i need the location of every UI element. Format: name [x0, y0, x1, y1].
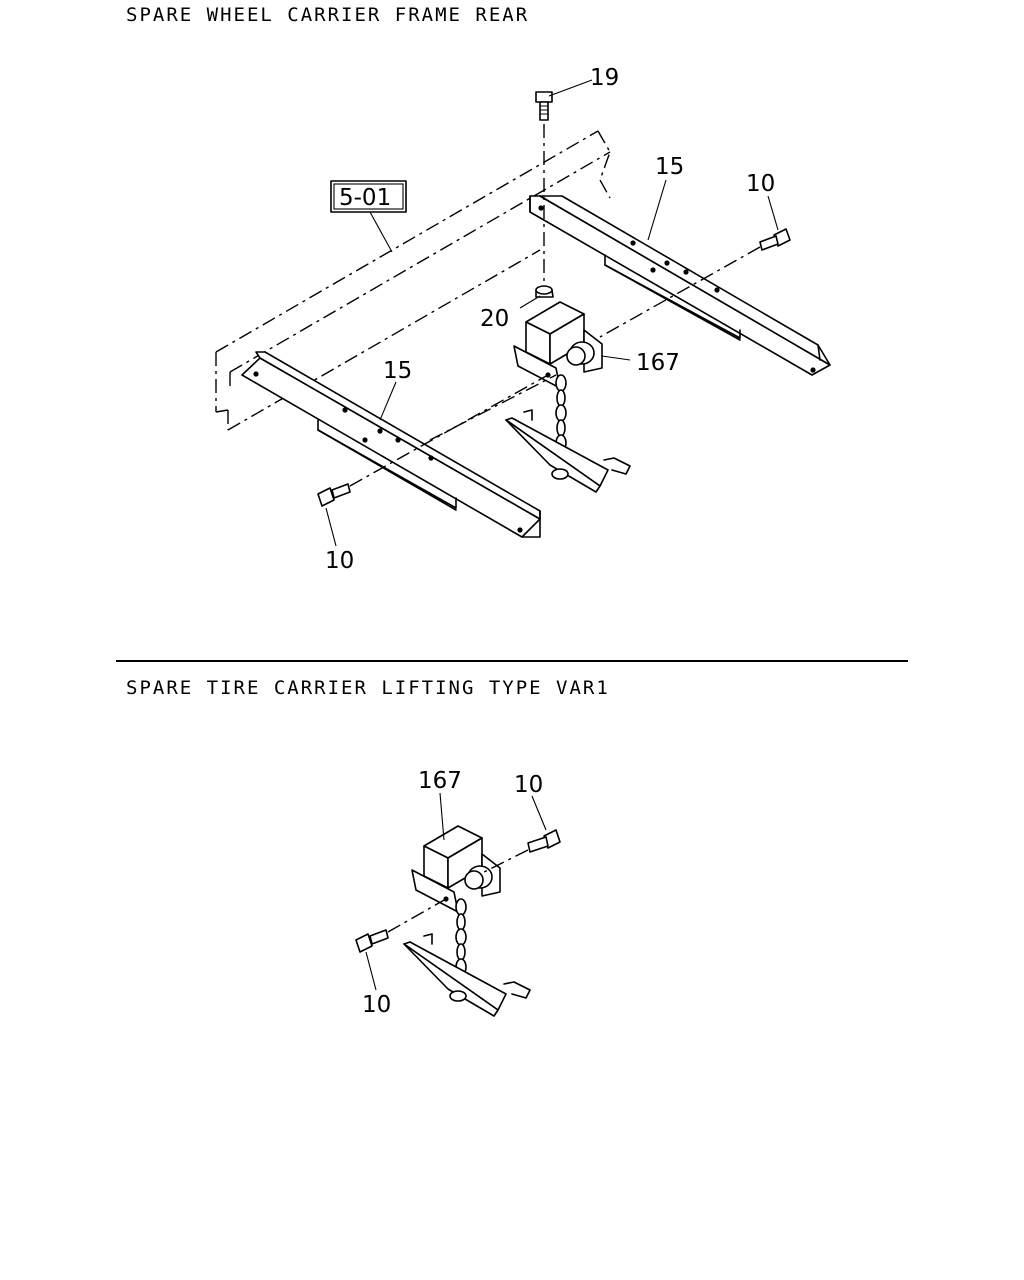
bolt-10-right-bottom — [483, 829, 561, 873]
callout-10-right-bottom: 10 — [514, 772, 543, 798]
callout-10-left-top: 10 — [325, 548, 354, 574]
bolt-10-right-top — [599, 228, 791, 338]
callout-20: 20 — [480, 306, 509, 332]
callout-10-right-top: 10 — [746, 171, 775, 197]
frame-rail-phantom — [215, 130, 611, 431]
nut-20 — [535, 285, 554, 298]
winch-assembly-top — [505, 301, 631, 493]
bracket-left — [241, 351, 541, 538]
leader-lines-top — [325, 79, 779, 547]
callout-19: 19 — [590, 65, 619, 91]
reference-box-label: 5-01 — [339, 185, 391, 211]
reference-box: 5-01 — [330, 180, 407, 253]
bracket-right — [529, 195, 831, 376]
callout-15-right: 15 — [655, 154, 684, 180]
leader-lines-bottom — [365, 792, 547, 991]
section-title-lifting-type: SPARE TIRE CARRIER LIFTING TYPE VAR1 — [126, 677, 610, 699]
section-title-frame-rear: SPARE WHEEL CARRIER FRAME REAR — [126, 4, 530, 26]
bolt-19 — [535, 91, 553, 296]
callout-167-bottom: 167 — [418, 768, 462, 794]
winch-assembly-bottom — [403, 825, 531, 1017]
section-divider — [116, 660, 908, 662]
callout-10-left-bottom: 10 — [362, 992, 391, 1018]
bolt-10-left-top — [317, 374, 557, 507]
callout-15-left: 15 — [383, 358, 412, 384]
bolt-10-left-bottom — [355, 898, 447, 953]
callout-167-top: 167 — [636, 350, 680, 376]
